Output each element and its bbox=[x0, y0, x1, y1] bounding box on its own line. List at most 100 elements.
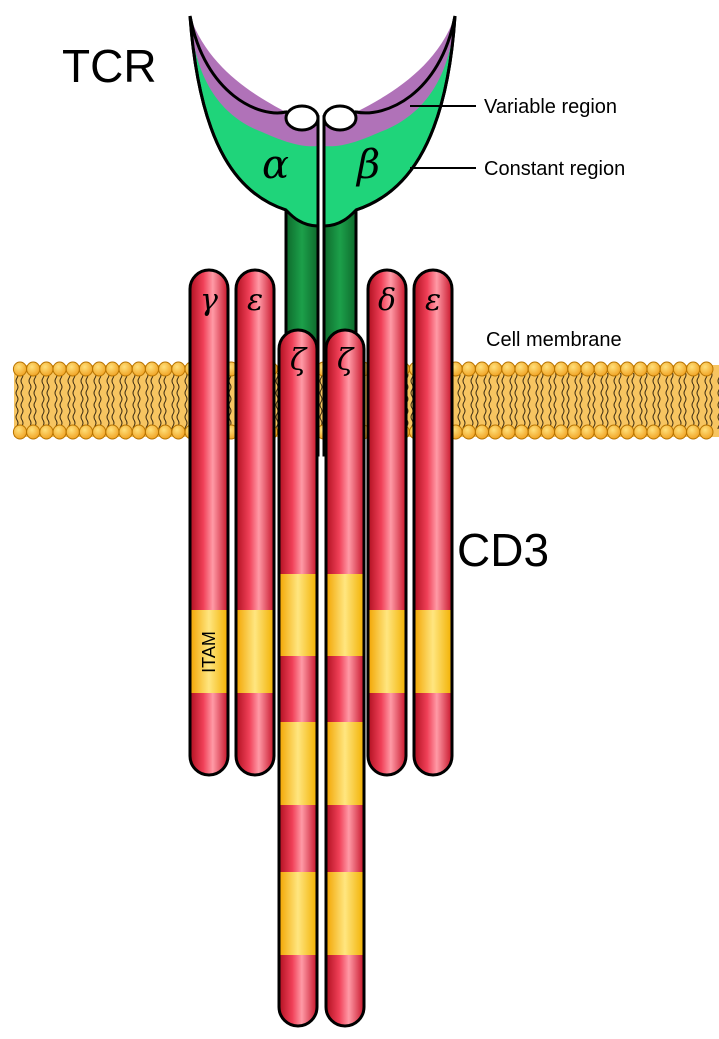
lipid-head bbox=[488, 424, 503, 440]
tcr-label: TCR bbox=[62, 40, 157, 92]
lipid-head bbox=[699, 424, 714, 440]
lipid-head bbox=[65, 424, 80, 440]
chain-body bbox=[279, 330, 317, 1026]
lipid-head bbox=[633, 361, 648, 377]
lipid-head bbox=[12, 424, 28, 440]
lipid-head bbox=[118, 424, 133, 440]
itam-segment bbox=[279, 872, 317, 955]
itam-segment bbox=[279, 574, 317, 656]
itam-segment bbox=[190, 610, 228, 693]
lipid-head bbox=[527, 361, 542, 377]
lipid-head bbox=[461, 424, 476, 440]
lipid-head bbox=[78, 361, 94, 377]
lipid-head bbox=[474, 361, 490, 377]
lipid-head bbox=[699, 361, 714, 377]
cd3-label: CD3 bbox=[457, 524, 549, 576]
itam-segment bbox=[414, 610, 452, 693]
lipid-head bbox=[606, 361, 622, 377]
chain-outline bbox=[188, 268, 230, 777]
lipid-head bbox=[580, 424, 595, 440]
epsilon_right-label: ε bbox=[425, 283, 441, 318]
lipid-head bbox=[461, 361, 476, 377]
chain-body bbox=[414, 270, 452, 775]
alpha-label: α bbox=[262, 142, 289, 188]
lipid-head bbox=[92, 361, 107, 377]
lipid-head bbox=[65, 361, 80, 377]
constant-region-label: Constant region bbox=[484, 158, 625, 180]
itam-label: ITAM bbox=[199, 631, 219, 673]
lipid-head bbox=[488, 361, 503, 377]
chain-outline bbox=[324, 328, 366, 1028]
chain-outline bbox=[277, 328, 319, 1028]
lipid-head bbox=[144, 361, 160, 377]
gamma-label: γ bbox=[200, 283, 218, 318]
cd3-delta-chain: δ bbox=[366, 268, 408, 777]
cd3-epsilon-chain-left: ε bbox=[234, 268, 276, 777]
lipid-head bbox=[131, 424, 146, 440]
lipid-head bbox=[620, 424, 635, 440]
epsilon_left-label: ε bbox=[247, 283, 263, 318]
beta-notch bbox=[322, 104, 358, 132]
lipid-head bbox=[593, 361, 608, 377]
itam-segment bbox=[326, 872, 364, 955]
chain-body bbox=[326, 330, 364, 1026]
lipid-head bbox=[514, 424, 529, 440]
lipid-head bbox=[659, 424, 674, 440]
chain-body bbox=[368, 270, 406, 775]
cd3-zeta-chain-left: ζ bbox=[277, 328, 319, 1028]
lipid-head bbox=[39, 424, 54, 440]
chain-body bbox=[236, 270, 274, 775]
zeta_left-label: ζ bbox=[290, 343, 308, 378]
lipid-head bbox=[501, 424, 516, 440]
lipid-head bbox=[606, 424, 622, 440]
itam-segment bbox=[326, 722, 364, 805]
lipid-head bbox=[92, 424, 107, 440]
itam-segment bbox=[236, 610, 274, 693]
alpha-notch bbox=[284, 104, 320, 132]
chain-body bbox=[190, 270, 228, 775]
chain-outline bbox=[366, 268, 408, 777]
delta-label: δ bbox=[378, 283, 396, 318]
beta-variable-region bbox=[324, 16, 455, 147]
lipid-head bbox=[158, 424, 173, 440]
lipid-head bbox=[672, 361, 688, 377]
lipid-head bbox=[144, 424, 160, 440]
lipid-head bbox=[633, 424, 648, 440]
lipid-head bbox=[593, 424, 608, 440]
lipid-head bbox=[501, 361, 516, 377]
lipid-head bbox=[540, 424, 556, 440]
cell-membrane-label: Cell membrane bbox=[486, 329, 622, 351]
lipid-head bbox=[567, 424, 582, 440]
itam-segment bbox=[326, 574, 364, 656]
chain-outline bbox=[234, 268, 276, 777]
lipid-head bbox=[580, 361, 595, 377]
lipid-head bbox=[554, 361, 569, 377]
itam-segment bbox=[279, 722, 317, 805]
lipid-head bbox=[514, 361, 529, 377]
lipid-head bbox=[26, 424, 41, 440]
lipid-head bbox=[474, 424, 490, 440]
lipid-head bbox=[540, 361, 556, 377]
beta-label: β bbox=[355, 142, 380, 188]
lipid-head bbox=[567, 361, 582, 377]
lipid-head bbox=[105, 361, 120, 377]
lipid-head bbox=[171, 424, 186, 440]
lipid-head bbox=[659, 361, 674, 377]
lipid-head bbox=[52, 424, 67, 440]
lipid-head bbox=[527, 424, 542, 440]
cell-membrane bbox=[12, 361, 719, 440]
lipid-head bbox=[78, 424, 94, 440]
lipid-head bbox=[171, 361, 186, 377]
lipid-head bbox=[52, 361, 67, 377]
lipid-head bbox=[39, 361, 54, 377]
lipid-head bbox=[131, 361, 146, 377]
chain-outline bbox=[412, 268, 454, 777]
itam-segment bbox=[368, 610, 406, 693]
lipid-head bbox=[118, 361, 133, 377]
lipid-head bbox=[158, 361, 173, 377]
lipid-head bbox=[12, 361, 28, 377]
cd3-zeta-chain-right: ζ bbox=[324, 328, 366, 1028]
zeta_right-label: ζ bbox=[337, 343, 355, 378]
